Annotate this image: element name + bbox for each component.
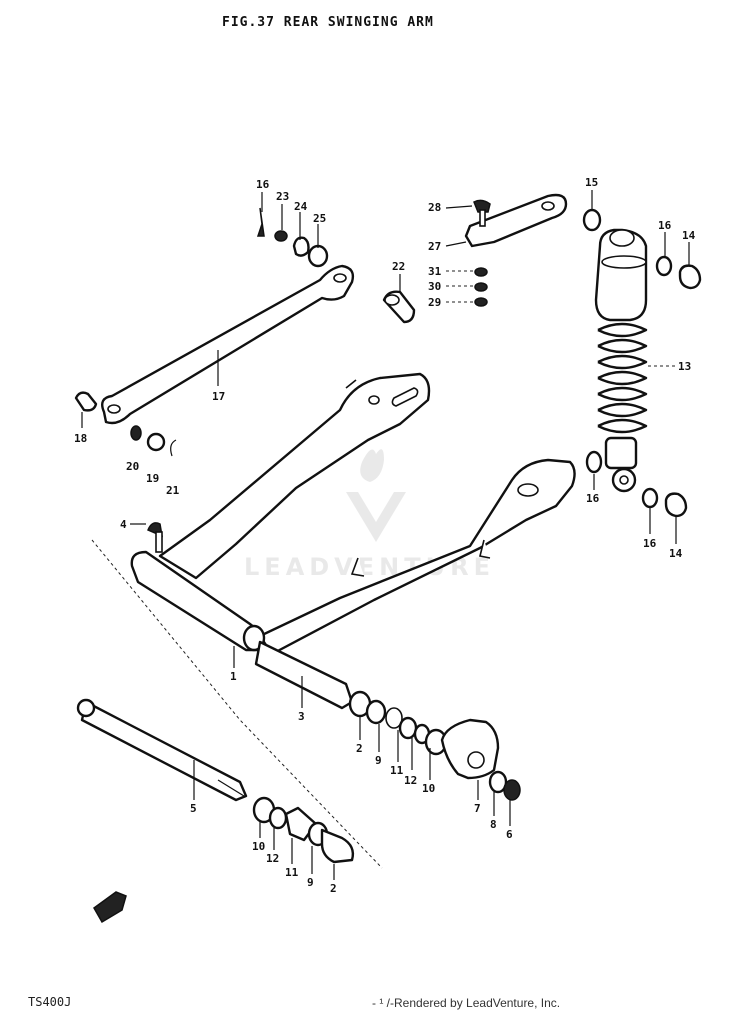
footer-credit: - ¹ /-Rendered by LeadVenture, Inc. xyxy=(372,996,560,1010)
cotter-pin-21 xyxy=(170,439,177,457)
washer-20 xyxy=(130,425,142,441)
callout-29: 29 xyxy=(428,296,441,309)
registration-mark xyxy=(93,891,127,924)
callout-23: 23 xyxy=(276,190,289,203)
callout-9-b: 9 xyxy=(307,876,314,889)
callout-leaders xyxy=(81,190,690,880)
callout-labels: 16 23 24 25 28 27 31 30 29 22 15 16 14 1… xyxy=(74,176,696,895)
callout-14-a: 14 xyxy=(682,229,696,242)
callout-3: 3 xyxy=(298,710,305,723)
callout-17: 17 xyxy=(212,390,225,403)
callout-16-b: 16 xyxy=(658,219,672,232)
callout-9-a: 9 xyxy=(375,754,382,767)
nut-19 xyxy=(146,432,166,452)
torque-link-17 xyxy=(101,264,355,425)
pivot-sleeve-3 xyxy=(254,640,354,710)
pivot-stack-left xyxy=(252,796,355,864)
callout-15: 15 xyxy=(585,176,598,189)
callout-5: 5 xyxy=(190,802,197,815)
page-mark: - ¹ /- xyxy=(372,996,394,1010)
callout-25: 25 xyxy=(313,212,326,225)
callout-10-a: 10 xyxy=(422,782,435,795)
washer-16-top xyxy=(655,255,673,277)
shock-bracket xyxy=(464,193,568,307)
callout-16-a: 16 xyxy=(256,178,270,191)
callout-18: 18 xyxy=(74,432,87,445)
washer-16-low xyxy=(641,487,659,509)
callout-7: 7 xyxy=(474,802,481,815)
rendered-by-text: Rendered by LeadVenture, Inc. xyxy=(394,996,561,1010)
pivot-shaft-5 xyxy=(76,698,248,802)
rear-shock-absorber xyxy=(594,228,648,493)
callout-1: 1 xyxy=(230,670,237,683)
callout-27: 27 xyxy=(428,240,441,253)
callout-4: 4 xyxy=(120,518,127,531)
callout-10-b: 10 xyxy=(252,840,265,853)
torque-link-hardware xyxy=(256,207,329,268)
figure-title: FIG.37 REAR SWINGING ARM xyxy=(222,15,434,30)
callout-14-b: 14 xyxy=(669,547,683,560)
callout-24: 24 xyxy=(294,200,308,213)
callout-13: 13 xyxy=(678,360,691,373)
callout-11-b: 11 xyxy=(285,866,299,879)
model-code: TS400J xyxy=(28,995,72,1009)
callout-2-a: 2 xyxy=(356,742,363,755)
bolt-18 xyxy=(74,391,98,412)
callout-22: 22 xyxy=(392,260,405,273)
swinging-arm xyxy=(130,372,576,656)
callout-8: 8 xyxy=(490,818,497,831)
callout-6: 6 xyxy=(506,828,513,841)
callout-31: 31 xyxy=(428,265,442,278)
cap-nut-14-low xyxy=(664,492,688,518)
bolt-22 xyxy=(382,290,416,324)
callout-11-a: 11 xyxy=(390,764,404,777)
callout-2-b: 2 xyxy=(330,882,337,895)
pivot-stack-right xyxy=(348,690,521,801)
callout-28: 28 xyxy=(428,201,441,214)
washer-16-mid xyxy=(585,450,603,474)
callout-30: 30 xyxy=(428,280,441,293)
callout-19: 19 xyxy=(146,472,159,485)
washer-15 xyxy=(582,208,602,232)
callout-16-c: 16 xyxy=(586,492,600,505)
callout-12-a: 12 xyxy=(404,774,417,787)
callout-21: 21 xyxy=(166,484,180,497)
cap-nut-14-top xyxy=(678,264,702,290)
callout-16-d: 16 xyxy=(643,537,657,550)
callout-12-b: 12 xyxy=(266,852,279,865)
callout-20: 20 xyxy=(126,460,139,473)
